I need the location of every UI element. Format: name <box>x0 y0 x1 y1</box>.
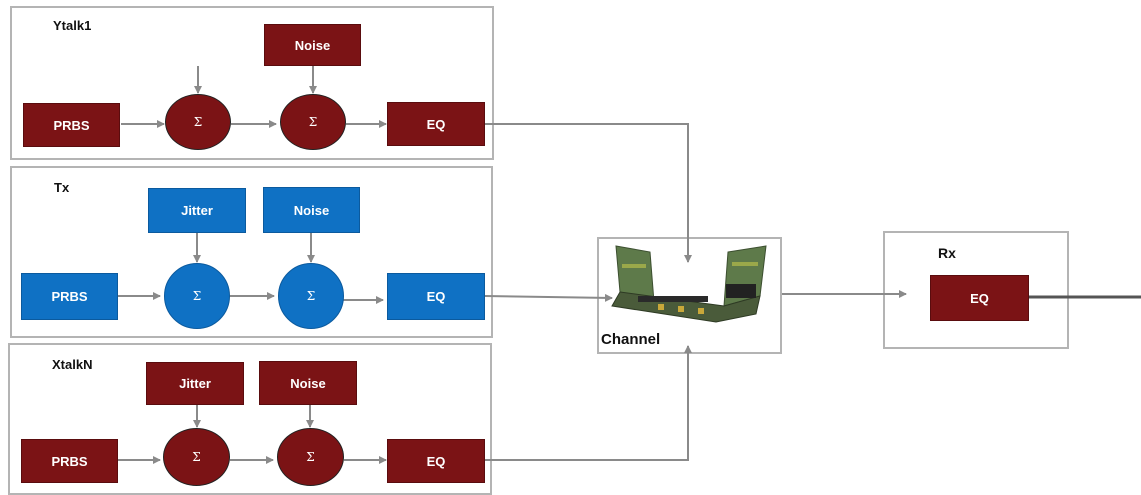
xtalkn-title: XtalkN <box>52 357 93 372</box>
xtalkn-prbs-block: PRBS <box>21 439 118 483</box>
ytalk1-eq-block: EQ <box>387 102 485 146</box>
ytalk1-noise-block: Noise <box>264 24 361 66</box>
rx-eq-block: EQ <box>930 275 1029 321</box>
channel-backplane-image <box>611 245 767 323</box>
xtalkn-summer-2: Σ <box>277 428 344 486</box>
wire-tx-eq-channel <box>484 293 613 302</box>
wire-xtalkn-eq-channel <box>485 345 692 461</box>
rx-title: Rx <box>938 245 956 261</box>
tx-noise-block: Noise <box>263 187 360 233</box>
tx-summer-2: Σ <box>278 263 344 329</box>
ytalk1-prbs-block: PRBS <box>23 103 120 147</box>
ytalk1-summer-2: Σ <box>280 94 346 150</box>
tx-summer-1: Σ <box>164 263 230 329</box>
wire-ytalk1-eq-channel <box>485 123 692 263</box>
tx-eq-block: EQ <box>387 273 485 320</box>
channel-label: Channel <box>601 331 661 348</box>
xtalkn-noise-block: Noise <box>259 361 357 405</box>
tx-title: Tx <box>54 180 70 195</box>
xtalkn-eq-block: EQ <box>387 439 485 483</box>
ytalk1-summer-1: Σ <box>165 94 231 150</box>
ytalk1-title: Ytalk1 <box>53 18 92 33</box>
tx-prbs-block: PRBS <box>21 273 118 320</box>
tx-jitter-block: Jitter <box>148 188 246 233</box>
xtalkn-summer-1: Σ <box>163 428 230 486</box>
xtalkn-jitter-block: Jitter <box>146 362 244 405</box>
